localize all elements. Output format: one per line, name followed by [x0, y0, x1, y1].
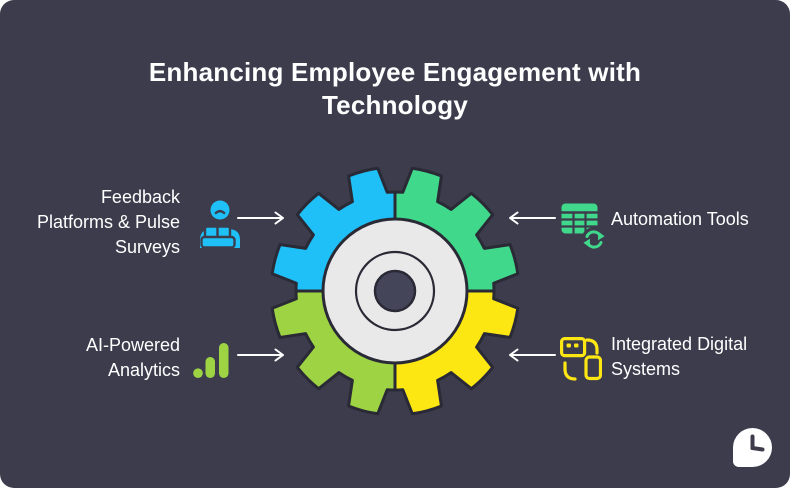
- person-feedback-icon: [200, 200, 240, 249]
- feedback-label: Feedback Platforms & Pulse Surveys: [36, 187, 180, 257]
- gear-hub-hole: [373, 269, 417, 313]
- integrated-label: Integrated Digital Systems: [611, 334, 748, 379]
- page-title: Enhancing Employee Engagement with Techn…: [148, 57, 642, 120]
- gear-diagram: [270, 166, 520, 416]
- automation-label: Automation Tools: [611, 209, 749, 229]
- spreadsheet-sync-icon: [560, 203, 606, 249]
- clock-logo-icon[interactable]: [733, 428, 772, 467]
- analytics-bars-icon: [193, 343, 229, 378]
- clock-hands: [750, 434, 765, 452]
- gear-hub-ring: [354, 250, 436, 332]
- integrated-arrow: [509, 348, 556, 362]
- automation-arrow: [509, 211, 556, 225]
- feedback-arrow: [237, 211, 284, 225]
- analytics-label: AI-Powered Analytics: [85, 335, 180, 380]
- devices-sync-icon: [560, 337, 602, 381]
- analytics-arrow: [237, 348, 284, 362]
